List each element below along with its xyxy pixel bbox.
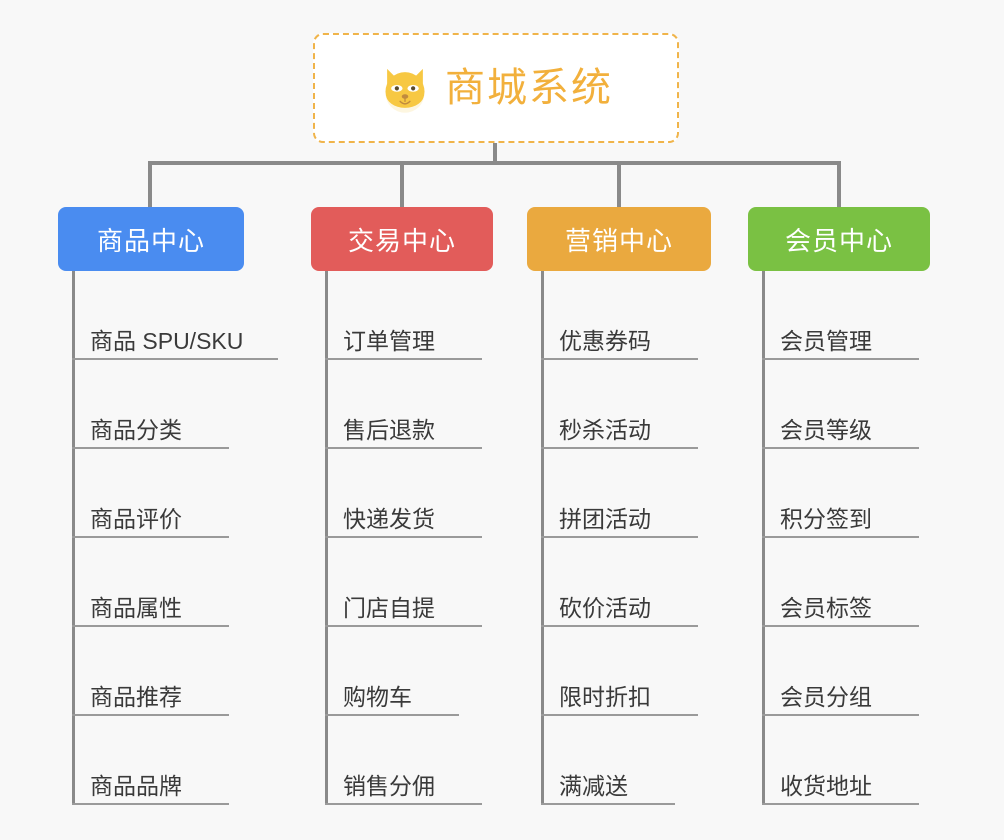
leaf-item[interactable]: 购物车	[311, 627, 493, 716]
leaf-item[interactable]: 商品属性	[58, 538, 244, 627]
leaf-label: 砍价活动	[559, 594, 651, 621]
branch-column: 商品中心商品 SPU/SKU 商品分类商品评价商品属性商品推荐商品品牌	[58, 207, 278, 805]
leaf-underline	[325, 714, 459, 716]
leaf-item[interactable]: 积分签到	[748, 449, 930, 538]
leaf-underline	[541, 714, 698, 716]
leaf-label: 商品推荐	[90, 683, 182, 710]
leaf-label: 积分签到	[780, 505, 872, 532]
leaf-item[interactable]: 会员分组	[748, 627, 930, 716]
leaf-list: 订单管理售后退款快递发货门店自提购物车销售分佣	[311, 271, 493, 805]
leaf-underline	[72, 358, 278, 360]
leaf-underline	[762, 714, 919, 716]
leaf-item[interactable]: 门店自提	[311, 538, 493, 627]
leaf-underline	[541, 358, 698, 360]
leaf-underline	[72, 625, 229, 627]
leaf-item[interactable]: 拼团活动	[527, 449, 711, 538]
leaf-item[interactable]: 商品品牌	[58, 716, 244, 805]
shiba-dog-face-icon	[385, 68, 425, 113]
leaf-item[interactable]: 会员等级	[748, 360, 930, 449]
branch-column: 营销中心优惠券码秒杀活动拼团活动砍价活动限时折扣满减送	[527, 207, 711, 805]
connector-drop-1	[148, 161, 152, 207]
branch-header[interactable]: 营销中心	[527, 207, 711, 271]
branch-header[interactable]: 会员中心	[748, 207, 930, 271]
leaf-label: 会员管理	[780, 327, 872, 354]
leaf-label: 售后退款	[343, 416, 435, 443]
leaf-item[interactable]: 快递发货	[311, 449, 493, 538]
leaf-label: 满减送	[559, 772, 628, 799]
leaf-label: 商品评价	[90, 505, 182, 532]
leaf-label: 拼团活动	[559, 505, 651, 532]
leaf-underline	[762, 358, 919, 360]
leaf-label: 商品品牌	[90, 772, 182, 799]
leaf-underline	[762, 803, 919, 805]
leaf-underline	[325, 358, 482, 360]
leaf-item[interactable]: 商品 SPU/SKU	[58, 271, 278, 360]
leaf-underline	[72, 447, 229, 449]
branch-trunk-line	[325, 271, 328, 805]
leaf-item[interactable]: 砍价活动	[527, 538, 711, 627]
connector-drop-3	[617, 161, 621, 207]
leaf-underline	[762, 447, 919, 449]
branch-trunk-line	[72, 271, 75, 805]
connector-bus-bar	[148, 161, 840, 165]
connector-drop-2	[400, 161, 404, 207]
leaf-label: 商品分类	[90, 416, 182, 443]
leaf-underline	[72, 536, 229, 538]
leaf-label: 门店自提	[343, 594, 435, 621]
root-title: 商城系统	[445, 66, 613, 110]
leaf-item[interactable]: 商品推荐	[58, 627, 244, 716]
leaf-label: 商品 SPU/SKU	[90, 327, 244, 354]
leaf-underline	[762, 536, 919, 538]
leaf-item[interactable]: 秒杀活动	[527, 360, 711, 449]
branch-trunk-line	[762, 271, 765, 805]
leaf-label: 会员分组	[780, 683, 872, 710]
leaf-item[interactable]: 销售分佣	[311, 716, 493, 805]
leaf-label: 购物车	[343, 683, 412, 710]
leaf-item[interactable]: 商品分类	[58, 360, 244, 449]
leaf-item[interactable]: 售后退款	[311, 360, 493, 449]
leaf-underline	[541, 536, 698, 538]
leaf-underline	[72, 714, 229, 716]
leaf-label: 快递发货	[343, 505, 435, 532]
leaf-underline	[325, 803, 482, 805]
leaf-label: 秒杀活动	[559, 416, 651, 443]
branch-header[interactable]: 交易中心	[311, 207, 493, 271]
leaf-underline	[325, 536, 482, 538]
leaf-list: 优惠券码秒杀活动拼团活动砍价活动限时折扣满减送	[527, 271, 711, 805]
leaf-underline	[325, 625, 482, 627]
leaf-label: 会员标签	[780, 594, 872, 621]
branch-trunk-line	[541, 271, 544, 805]
leaf-item[interactable]: 满减送	[527, 716, 711, 805]
leaf-label: 订单管理	[343, 327, 435, 354]
leaf-underline	[541, 803, 675, 805]
leaf-list: 商品 SPU/SKU 商品分类商品评价商品属性商品推荐商品品牌	[58, 271, 278, 805]
leaf-underline	[762, 625, 919, 627]
leaf-label: 销售分佣	[343, 772, 435, 799]
leaf-underline	[72, 803, 229, 805]
connector-drop-4	[837, 161, 841, 207]
leaf-item[interactable]: 会员管理	[748, 271, 930, 360]
leaf-label: 优惠券码	[559, 327, 651, 354]
leaf-underline	[325, 447, 482, 449]
leaf-item[interactable]: 商品评价	[58, 449, 244, 538]
leaf-item[interactable]: 订单管理	[311, 271, 493, 360]
leaf-underline	[541, 447, 698, 449]
leaf-label: 商品属性	[90, 594, 182, 621]
connector-root-stem	[493, 143, 497, 164]
leaf-underline	[541, 625, 698, 627]
branch-header[interactable]: 商品中心	[58, 207, 244, 271]
leaf-item[interactable]: 会员标签	[748, 538, 930, 627]
leaf-item[interactable]: 优惠券码	[527, 271, 711, 360]
leaf-label: 收货地址	[780, 772, 872, 799]
leaf-item[interactable]: 限时折扣	[527, 627, 711, 716]
leaf-label: 限时折扣	[559, 683, 651, 710]
branch-column: 会员中心会员管理会员等级积分签到会员标签会员分组收货地址	[748, 207, 930, 805]
leaf-list: 会员管理会员等级积分签到会员标签会员分组收货地址	[748, 271, 930, 805]
root-node[interactable]: 商城系统	[313, 33, 679, 143]
leaf-label: 会员等级	[780, 416, 872, 443]
branch-column: 交易中心订单管理售后退款快递发货门店自提购物车销售分佣	[311, 207, 493, 805]
leaf-item[interactable]: 收货地址	[748, 716, 930, 805]
